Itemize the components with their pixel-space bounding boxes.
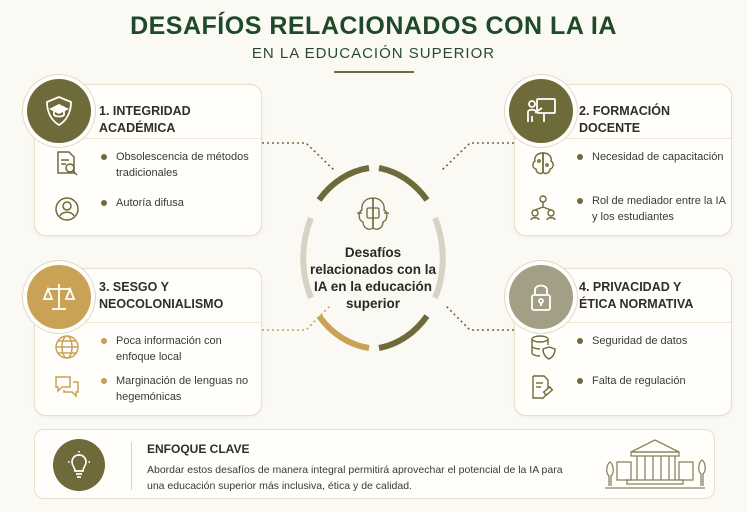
card-item: Marginación de lenguas no hegemónicas	[53, 373, 258, 405]
user-circle-icon	[55, 197, 79, 221]
card-title: 2. FORMACIÓN DOCENTE	[579, 104, 670, 135]
card-item: Rol de mediador entre la IA y los estudi…	[529, 193, 729, 225]
university-building-icon	[605, 439, 706, 489]
teacher-board-icon	[527, 98, 556, 122]
card-header	[515, 85, 731, 139]
card-item: Obsolescencia de métodos tradicionales	[53, 149, 258, 181]
bullet-dot	[577, 154, 583, 160]
page-title: DESAFÍOS RELACIONADOS CON LA IA	[130, 12, 617, 40]
key-focus-panel: ENFOQUE CLAVE Abordar estos desafíos de …	[34, 429, 715, 499]
key-title: ENFOQUE CLAVE	[147, 442, 250, 456]
card-badge	[509, 79, 573, 143]
card-item-text: Obsolescencia de métodos tradicionales	[116, 151, 249, 179]
card-item-text: Marginación de lenguas no hegemónicas	[116, 375, 249, 403]
card-title: 1. INTEGRIDAD ACADÉMICA	[99, 104, 191, 135]
card-item-text: Seguridad de datos	[592, 335, 688, 347]
bullet-dot	[577, 338, 583, 344]
ring-segment-right	[432, 216, 446, 300]
key-badge	[53, 439, 105, 491]
bullet-dot	[101, 154, 107, 160]
connector-3	[262, 305, 331, 331]
brain-chip-icon	[357, 197, 389, 230]
padlock-icon	[531, 284, 551, 311]
page-subtitle: EN LA EDUCACIÓN SUPERIOR	[251, 45, 496, 62]
bullet-dot	[101, 200, 107, 206]
card-item: Seguridad de datos	[529, 333, 729, 361]
people-network-icon	[530, 195, 556, 221]
card-item: Autoría difusa	[53, 195, 258, 223]
center-label: Desafíos relacionados con la IA en la ed…	[309, 245, 437, 311]
bullet-dot	[101, 378, 107, 384]
card-item: Falta de regulación	[529, 373, 729, 401]
card-formacion-docente: 2. FORMACIÓN DOCENTE Necesidad de capaci…	[509, 79, 732, 236]
bullet-dot	[101, 338, 107, 344]
ring-segment-bottom-left	[316, 314, 370, 351]
shield-graduation-cap-icon	[46, 96, 72, 127]
card-item-text: Autoría difusa	[116, 197, 184, 209]
card-header	[35, 85, 261, 139]
balance-scale-icon	[42, 284, 76, 310]
card-header	[515, 269, 731, 323]
ring-segment-top-left	[316, 165, 370, 202]
bullet-dot	[577, 378, 583, 384]
card-badge	[509, 265, 573, 329]
card-item-text: Falta de regulación	[592, 375, 686, 387]
card-item: Necesidad de capacitación	[529, 149, 729, 177]
database-shield-icon	[531, 335, 556, 360]
card-privacidad-etica: 4. PRIVACIDAD Y ÉTICA NORMATIVA Segurida…	[509, 265, 732, 416]
card-integridad-academica: 1. INTEGRIDAD ACADÉMICA Obsolescencia de…	[27, 79, 262, 236]
brain-circuit-icon	[532, 152, 554, 175]
card-header	[35, 269, 261, 323]
card-sesgo-neocolonialismo: 3. SESGO Y NEOCOLONIALISMO Poca informac…	[27, 265, 262, 416]
card-item: Poca información con enfoque local	[53, 333, 258, 365]
lightbulb-icon	[68, 451, 90, 478]
globe-icon	[55, 335, 79, 359]
key-divider	[131, 442, 132, 490]
ring-segment-bottom-right	[378, 314, 430, 351]
card-title: 4. PRIVACIDAD Y ÉTICA NORMATIVA	[579, 280, 694, 311]
ring-segment-left	[300, 216, 314, 300]
center-ring	[300, 165, 446, 351]
card-item-text: Poca información con enfoque local	[116, 335, 222, 363]
subtitle-underline	[334, 71, 414, 73]
ring-segment-top-right	[378, 165, 430, 202]
bullet-dot	[577, 198, 583, 204]
document-gavel-icon	[532, 375, 554, 400]
document-search-icon	[57, 151, 78, 176]
card-title: 3. SESGO Y NEOCOLONIALISMO	[99, 280, 224, 311]
key-text: Abordar estos desafíos de manera integra…	[147, 464, 563, 492]
card-item-text: Necesidad de capacitación	[592, 151, 724, 163]
card-item-text: Rol de mediador entre la IA y los estudi…	[592, 195, 726, 223]
card-badge	[27, 265, 91, 329]
connector-4	[445, 305, 514, 331]
card-badge	[27, 79, 91, 143]
speech-bubbles-icon	[55, 376, 79, 398]
